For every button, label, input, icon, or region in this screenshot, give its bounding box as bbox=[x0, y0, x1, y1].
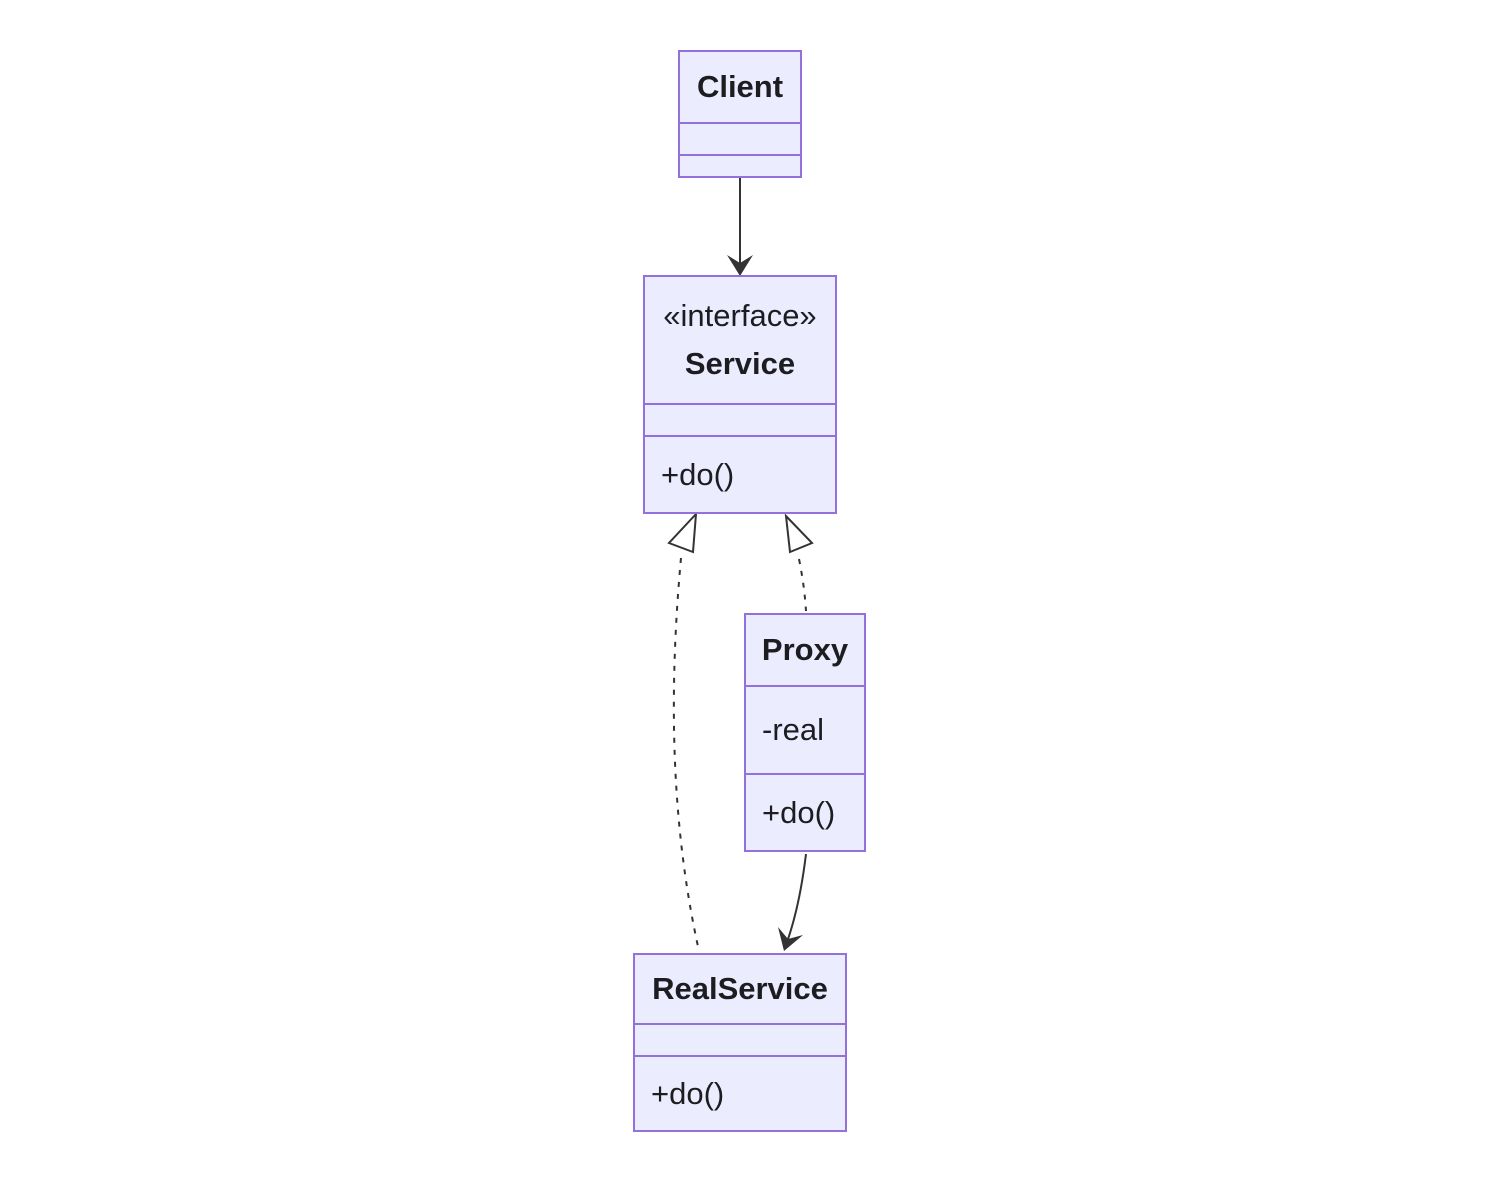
class-client-title-section: Client bbox=[680, 52, 800, 122]
class-client-methods-section bbox=[680, 154, 800, 176]
class-proxy-title-section: Proxy bbox=[746, 615, 864, 685]
realization-triangle-icon bbox=[667, 511, 698, 554]
realization-triangle-icon bbox=[784, 513, 814, 554]
class-service-attributes-section bbox=[645, 403, 835, 435]
class-proxy-attributes-section: -real bbox=[746, 685, 864, 773]
class-box-realservice: RealService +do() bbox=[633, 953, 847, 1132]
edge-realservice-realizes-service bbox=[667, 511, 700, 952]
edge-proxy-realizes-service-line bbox=[798, 558, 807, 612]
class-realservice-title-section: RealService bbox=[635, 955, 845, 1023]
class-client-name: Client bbox=[696, 68, 784, 104]
class-realservice-methods-section: +do() bbox=[635, 1055, 845, 1130]
edge-client-to-service bbox=[727, 178, 753, 276]
arrowhead-vee-icon bbox=[727, 255, 753, 276]
arrowhead-vee-icon bbox=[778, 927, 803, 951]
class-proxy-methods-section: +do() bbox=[746, 773, 864, 850]
class-proxy-method: +do() bbox=[762, 794, 836, 830]
class-service-name: Service bbox=[684, 346, 796, 381]
edge-proxy-realizes-service bbox=[784, 513, 814, 612]
edge-realservice-realizes-service-line bbox=[672, 557, 700, 952]
class-box-proxy: Proxy -real +do() bbox=[744, 613, 866, 852]
class-realservice-method: +do() bbox=[651, 1075, 725, 1111]
class-realservice-attributes-section bbox=[635, 1023, 845, 1055]
class-box-service: «interface» Service +do() bbox=[643, 275, 837, 514]
class-proxy-name: Proxy bbox=[761, 631, 849, 667]
class-realservice-name: RealService bbox=[652, 970, 828, 1006]
edge-proxy-to-realservice bbox=[778, 853, 807, 951]
class-client-attributes-section bbox=[680, 122, 800, 154]
class-service-methods-section: +do() bbox=[645, 435, 835, 512]
class-service-title-section: «interface» Service bbox=[645, 277, 835, 403]
class-box-client: Client bbox=[678, 50, 802, 178]
class-proxy-attribute: -real bbox=[762, 712, 825, 748]
edge-proxy-to-realservice-line bbox=[786, 853, 807, 943]
class-service-method: +do() bbox=[661, 456, 735, 492]
class-service-stereotype: «interface» bbox=[663, 297, 817, 333]
